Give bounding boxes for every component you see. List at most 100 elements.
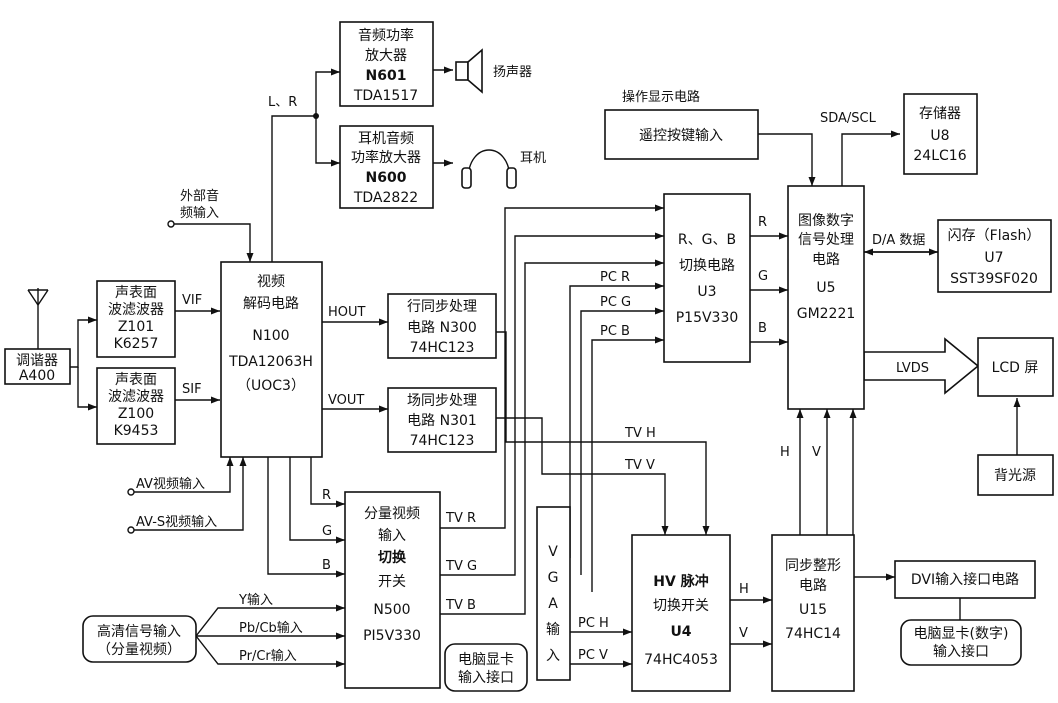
hd-input-line-1: 高清信号输入 (97, 623, 181, 640)
saw1-line-4: K6257 (114, 336, 159, 352)
hp-amp-line-1: 耳机音频 (358, 130, 414, 147)
vga-line-2: G (548, 570, 559, 586)
saw2-line-2: 波滤波器 (108, 389, 164, 405)
box-texts: 调谐器 A400 声表面 波滤波器 Z101 K6257 声表面 波滤波器 Z1… (16, 27, 1040, 686)
label-vif: VIF (182, 293, 202, 308)
label-hout: HOUT (328, 305, 366, 320)
label-tv-r: TV R (445, 511, 476, 526)
label-u15-h: H (780, 445, 790, 460)
scaler-line-2: 信号处理 (798, 232, 854, 248)
vga-box (536, 506, 571, 681)
saw1-box (96, 280, 176, 358)
remote-box (604, 109, 759, 160)
lcd-box (977, 337, 1054, 397)
audio-amp-box (339, 21, 434, 107)
decoder-box (220, 261, 323, 458)
label-ext-audio-1: 外部音 (180, 188, 219, 204)
component-switch-box (344, 491, 441, 689)
decoder-line-5: （UOC3） (237, 378, 305, 394)
label-u15-v: V (812, 445, 821, 460)
vga-line-5: 入 (546, 648, 560, 664)
hv-switch-line-2: 切换开关 (653, 597, 709, 614)
pc-card-line-2: 输入接口 (458, 669, 514, 686)
lcd-line-1: LCD 屏 (992, 360, 1039, 376)
hv-switch-box (631, 534, 731, 692)
memory-line-1: 存储器 (919, 106, 961, 122)
label-u3-b: B (758, 321, 767, 336)
audio-amp-line-4: TDA1517 (353, 88, 418, 104)
hsync-line-2: 电路 N300 (407, 320, 477, 336)
saw1-line-1: 声表面 (115, 285, 157, 301)
label-tv-h: TV H (624, 426, 656, 441)
audio-amp-line-3: N601 (366, 68, 407, 84)
flash-box (937, 219, 1052, 293)
hd-input-line-2: （分量视频） (97, 642, 181, 658)
label-avs-video: AV-S视频输入 (136, 514, 217, 530)
label-vout: VOUT (328, 393, 364, 408)
sync-shaper-line-1: 同步整形 (785, 558, 841, 574)
hsync-box (387, 293, 497, 359)
label-v: V (739, 626, 748, 641)
flash-line-3: SST39SF020 (950, 271, 1038, 287)
flash-line-2: U7 (984, 250, 1003, 266)
label-pc-b: PC B (600, 324, 630, 339)
pc-card-digital-box (900, 619, 1022, 666)
label-lvds: LVDS (896, 361, 929, 376)
audio-amp-line-1: 音频功率 (358, 27, 414, 44)
component-line-5: N500 (373, 602, 410, 618)
flash-line-1: 闪存（Flash） (948, 228, 1041, 244)
headphone-icon (461, 149, 517, 189)
signal-labels: VIF SIF L、R 外部音 频输入 扬声器 耳机 HOUT VOUT AV视… (136, 65, 929, 664)
label-u3-g: G (758, 269, 768, 284)
hsync-line-1: 行同步处理 (407, 299, 477, 315)
memory-box (903, 93, 978, 175)
label-da-data: D/A 数据 (872, 233, 925, 248)
label-pc-v: PC V (578, 648, 608, 663)
wires (27, 66, 1021, 668)
component-line-6: PI5V330 (363, 628, 421, 644)
label-pb-in: Pb/Cb输入 (239, 620, 303, 636)
label-ext-audio-2: 频输入 (180, 205, 219, 221)
saw1-line-3: Z101 (118, 319, 154, 335)
decoder-line-3: N100 (252, 328, 289, 344)
pc-card-box (444, 643, 528, 692)
pc-card-digital-line-1: 电脑显卡(数字) (914, 626, 1009, 642)
label-av-video: AV视频输入 (136, 476, 205, 492)
decoder-line-2: 解码电路 (243, 296, 299, 312)
label-pc-g: PC G (600, 295, 631, 310)
label-pc-r: PC R (600, 270, 630, 285)
speaker-icon (455, 48, 483, 94)
backlight-line-1: 背光源 (994, 468, 1036, 484)
label-tv-v: TV V (624, 458, 655, 473)
scaler-line-3: 电路 (812, 252, 840, 268)
label-speaker: 扬声器 (493, 65, 532, 80)
label-r: R (322, 488, 331, 503)
tuner-line-2: A400 (19, 368, 55, 384)
label-b: B (322, 558, 331, 573)
saw2-line-3: Z100 (118, 406, 154, 422)
label-pc-h: PC H (578, 616, 609, 631)
vga-line-1: V (548, 544, 558, 560)
label-g: G (322, 524, 332, 539)
hp-amp-line-4: TDA2822 (353, 190, 418, 206)
vsync-line-3: 74HC123 (410, 433, 475, 449)
tuner-line-1: 调谐器 (16, 353, 58, 369)
remote-line-1: 遥控按键输入 (639, 128, 723, 144)
sync-shaper-box (771, 534, 855, 692)
vga-line-3: A (548, 596, 558, 612)
hd-input-box (82, 615, 197, 663)
dvi-line-1: DVI输入接口电路 (911, 571, 1019, 588)
lvds-arrow (863, 337, 980, 395)
label-y-in: Y输入 (238, 592, 273, 608)
label-sda-scl: SDA/SCL (820, 111, 877, 126)
label-lr: L、R (268, 95, 297, 110)
sync-shaper-line-3: U15 (799, 602, 827, 618)
label-h: H (739, 582, 749, 597)
hv-switch-line-4: 74HC4053 (644, 652, 718, 668)
dvi-box (894, 560, 1036, 599)
scaler-line-4: U5 (816, 280, 835, 296)
scaler-line-5: GM2221 (797, 306, 856, 322)
vsync-box (387, 387, 497, 453)
rgb-switch-line-3: U3 (697, 284, 716, 300)
rgb-switch-line-2: 切换电路 (679, 257, 735, 274)
